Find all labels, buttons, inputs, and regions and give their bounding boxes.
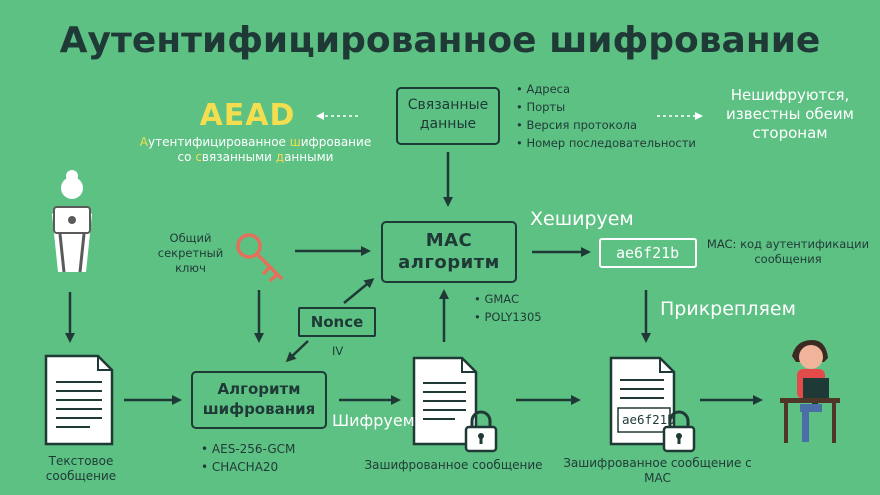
hash-label: Хешируем [530, 208, 634, 230]
lock-icon [464, 410, 498, 453]
encryption-algorithm-box: Алгоритм шифрования [191, 371, 327, 429]
unencrypted-note: Нешифруются, известны обеим сторонам [726, 86, 854, 142]
arrow-nonce-to-enc [285, 340, 309, 363]
aead-label: AEAD [199, 98, 296, 133]
lock-icon [662, 410, 696, 453]
arrow-nonce-to-mac [343, 278, 375, 304]
mac-description: MAC: код аутентификации сообщения [706, 237, 870, 266]
ciphertext-mac-caption: Зашифрованное сообщение с MAC [563, 456, 752, 485]
sender-person-icon [52, 170, 92, 273]
aead-subtitle: Аутентифицированное шифрование со связан… [139, 135, 372, 164]
receiver-person-icon [780, 340, 840, 443]
page-title: Аутентифицированное шифрование [59, 20, 821, 61]
encrypted-mac-document-icon [609, 356, 696, 453]
ciphertext-caption: Зашифрованное сообщение [364, 458, 543, 472]
list-item: Порты [516, 98, 696, 116]
mac-algorithm-box: MAC алгоритм [381, 221, 517, 283]
list-item: CHACHA20 [201, 458, 295, 476]
mac-tag-in-document: ae6f21b [622, 412, 675, 427]
encryption-algorithm-list: AES-256-GCM CHACHA20 [201, 440, 295, 476]
list-item: Адреса [516, 80, 696, 98]
document-icon [44, 354, 114, 446]
iv-label: IV [332, 344, 344, 358]
key-icon [236, 233, 283, 282]
list-item: Версия протокола [516, 116, 696, 134]
associated-data-list: Адреса Порты Версия протокола Номер посл… [516, 80, 696, 152]
mac-value-box: ae6f21b [599, 238, 697, 268]
encrypt-label: Шифруем [332, 411, 415, 430]
list-item: GMAC [474, 290, 542, 308]
associated-data-box: Связанные данные [396, 87, 500, 145]
list-item: AES-256-GCM [201, 440, 295, 458]
nonce-box: Nonce [298, 307, 376, 337]
plaintext-caption: Текстовое сообщение [45, 454, 117, 483]
list-item: Номер последовательности [516, 134, 695, 152]
attach-label: Прикрепляем [660, 298, 796, 320]
list-item: POLY1305 [474, 308, 541, 326]
mac-algorithm-list: GMAC POLY1305 [474, 290, 542, 326]
shared-key-label: Общий секретный ключ [157, 231, 224, 275]
encrypted-document-icon [412, 356, 498, 453]
